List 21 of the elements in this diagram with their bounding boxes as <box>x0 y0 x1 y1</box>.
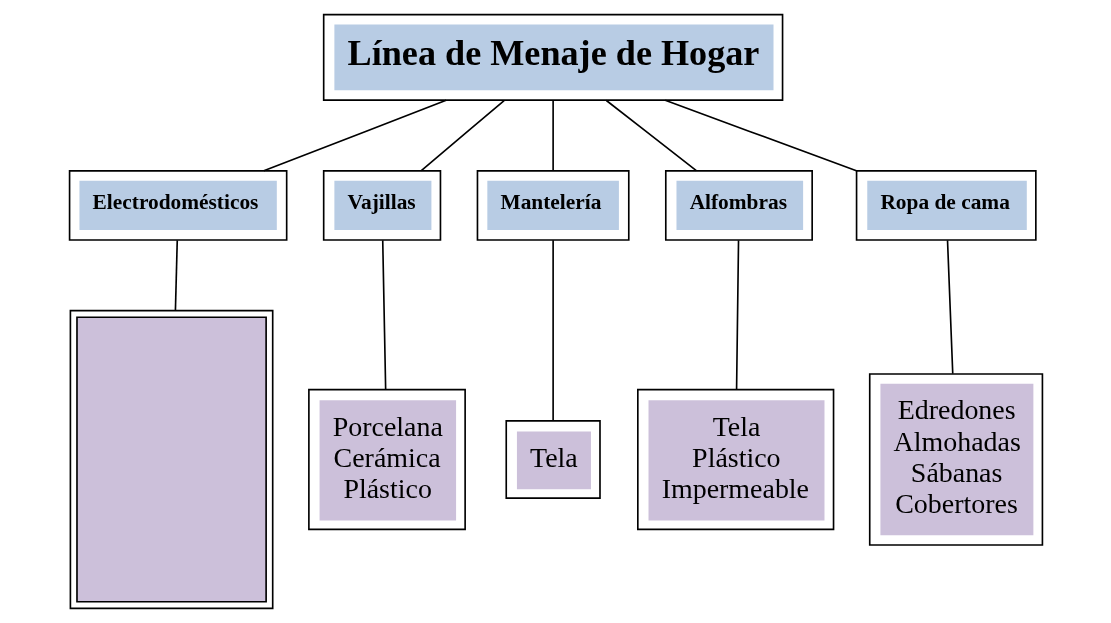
node-box: Tela Plástico Impermeable <box>636 388 834 531</box>
connector <box>551 239 554 422</box>
node-box: Electrodomésticos <box>68 170 287 241</box>
node-box: Mantelería <box>476 170 630 241</box>
node-box: Alfombras <box>664 170 813 241</box>
node-box: Edredones Almohadas Sábanas Cobertores <box>868 373 1043 546</box>
node-box: Línea de Menaje de Hogar <box>322 13 783 101</box>
connector <box>735 239 739 391</box>
connector <box>605 99 697 172</box>
connector <box>420 99 505 172</box>
connector <box>262 99 447 172</box>
connector <box>381 239 386 391</box>
connector <box>663 99 857 172</box>
node-box: Vajillas <box>322 170 441 241</box>
node-box: Porcelana Cerámica Plástico <box>307 388 466 531</box>
node-box: Tela <box>504 420 601 499</box>
node-box: Ropa de cama <box>855 170 1037 241</box>
connector <box>551 100 554 172</box>
connector <box>946 239 954 375</box>
connector <box>174 239 178 312</box>
node-box <box>69 309 273 610</box>
